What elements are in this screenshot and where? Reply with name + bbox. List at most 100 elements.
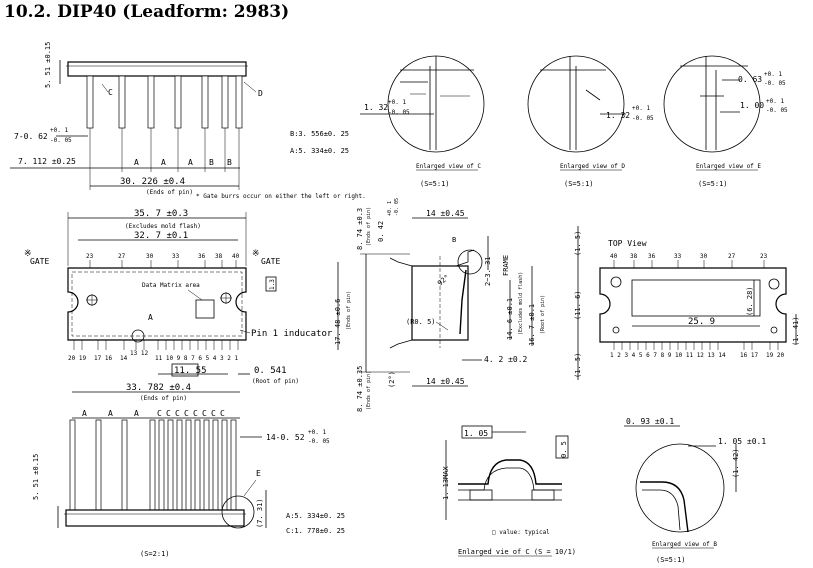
dim-14-052: 14-0. 52 xyxy=(266,433,305,442)
detail-b-dim-093: 0. 93 ±0.1 xyxy=(626,417,674,426)
page-title: 10.2. DIP40 (Leadform: 2983) xyxy=(4,2,290,22)
top-view: 35. 7 ±0.3 (Excludes mold flash) 32. 7 ±… xyxy=(24,209,333,385)
label-b: B xyxy=(452,236,456,244)
detail-c: 1. 32 +0. 1 -0. 05 Enlarged view of C (S… xyxy=(360,55,485,188)
detail-b-lead xyxy=(640,481,689,533)
dim-874-top: 8. 74 ±0.3 xyxy=(356,208,364,250)
bottom-pin-17-16: 17 16 xyxy=(94,355,112,362)
front-pitch-a-1: A xyxy=(82,409,87,418)
data-matrix-area xyxy=(195,299,215,319)
dim-0541: 0. 541 xyxy=(254,366,287,376)
dim-731: (7. 31) xyxy=(256,498,264,528)
dc10-lead xyxy=(458,459,562,485)
side-view-pins xyxy=(86,75,243,129)
front-pitch-c-3: C xyxy=(175,409,180,418)
gate-left: GATE xyxy=(30,257,49,266)
front-pitch-c-2: C xyxy=(166,409,171,418)
side-height-dim: 5. 51 ±0.15 xyxy=(44,42,52,88)
tvs-pin-27: 27 xyxy=(728,253,736,260)
detail-c-scale: (S=5:1) xyxy=(420,180,450,188)
top-pin-36: 36 xyxy=(198,253,206,260)
detail-e: 0. 63 +0. 1 -0. 05 1. 00 +0. 1 -0. 05 En… xyxy=(663,55,788,188)
detail-e-dim-063: 0. 63 xyxy=(738,75,762,84)
detail-d-caption: Enlarged view of D xyxy=(560,163,625,170)
dim-1748: 17. 48 ±0.6 xyxy=(334,299,342,345)
detail-e-tol-100-minus: -0. 05 xyxy=(766,107,788,114)
pitch-b-note: B:3. 556±0. 25 xyxy=(290,130,349,138)
bottom-pin-20-19: 20 19 xyxy=(68,355,86,362)
tvs-bottom-pins-19-20: 19 20 xyxy=(766,352,784,359)
detail-d: 1. 32 +0. 1 -0. 05 Enlarged view of D (S… xyxy=(527,55,654,188)
bottom-pin-14: 14 xyxy=(120,355,128,362)
tol-7-062-plus: +0. 1 xyxy=(50,127,68,134)
detail-c-tol-minus: -0. 05 xyxy=(388,109,410,116)
label-e: E xyxy=(256,469,261,478)
end-ends-of-pin-bot: (Ends of pin) xyxy=(366,371,372,410)
detail-e-tol-063-minus: -0. 05 xyxy=(764,80,786,87)
tvs-bottom-pins-1-14: 1 2 3 4 5 6 7 8 9 10 11 12 13 14 xyxy=(610,352,726,359)
top-pin-38: 38 xyxy=(215,253,223,260)
gate-note: * Gate burrs occur on either the left or… xyxy=(196,193,366,200)
tol-7-062-minus: -0. 05 xyxy=(50,137,72,144)
top-pin-30: 30 xyxy=(146,253,154,260)
front-pitch-a-note: A:5. 334±0. 25 xyxy=(286,512,345,520)
front-view: 33. 782 ±0.4 (Ends of pin) A A A C C C C… xyxy=(32,383,345,558)
dim-357: 35. 7 ±0.3 xyxy=(134,209,188,219)
top-view-body xyxy=(67,267,247,341)
detail-e-scale: (S=5:1) xyxy=(698,180,728,188)
front-pitch-a-3: A xyxy=(134,409,139,418)
detail-b-dim-142: (1. 42) xyxy=(732,448,740,478)
detail-d-dim: 1. 32 xyxy=(606,111,630,120)
end-excludes-flash: (Excludes mold flash) xyxy=(518,272,524,335)
tvs-pin-38: 38 xyxy=(630,253,638,260)
tvs-dim-141: (1. 41) xyxy=(792,316,800,346)
tvs-dim-116: (11. 6) xyxy=(574,290,582,320)
detail-c-dim: 1. 32 xyxy=(364,103,388,112)
tvs-pin-23: 23 xyxy=(760,253,768,260)
detail-e-caption: Enlarged view of E xyxy=(696,163,761,170)
tvs-pin-36: 36 xyxy=(648,253,656,260)
dim-167: 16. 7 ±0.1 xyxy=(528,304,536,346)
front-pitch-c-8: C xyxy=(220,409,225,418)
pitch-a-3: A xyxy=(188,158,193,167)
front-pitch-c-6: C xyxy=(202,409,207,418)
front-pitch-c-5: C xyxy=(193,409,198,418)
bottom-pin-11-1: 11 10 9 8 7 6 5 4 3 2 1 xyxy=(155,355,238,362)
front-pitch-a-2: A xyxy=(108,409,113,418)
front-pitch-c-4: C xyxy=(184,409,189,418)
tvs-dim-15-top: (1. 5) xyxy=(574,231,582,256)
dim-042: 0. 42 xyxy=(377,221,385,242)
detail-b: 0. 93 ±0.1 1. 05 ±0.1 (1. 42) Enlarged v… xyxy=(624,417,766,564)
dim-7112: 7. 112 ±0.25 xyxy=(18,157,76,166)
top-view-small: TOP View (1. 5) (11. 6) (1. 5) 40 38 36 … xyxy=(574,226,800,380)
top-view-small-label: TOP View xyxy=(608,239,647,248)
detail-c-10: 1. 05 0. 5 1. 13MAX □ value: typical Enl… xyxy=(442,425,576,557)
dim-327: 32. 7 ±0.1 xyxy=(134,231,188,241)
dim-13: 1.3 xyxy=(269,279,276,290)
side-view-body xyxy=(67,61,247,77)
label-a: A xyxy=(148,313,153,322)
front-pitch-c-1: C xyxy=(157,409,162,418)
tvs-pin-40: 40 xyxy=(610,253,618,260)
dc10-caption: Enlarged vie of C (S = 10/1) xyxy=(458,548,576,556)
end-ends-of-pin-top: (Ends of pin) xyxy=(366,207,372,246)
detail-b-caption: Enlarged view of B xyxy=(652,541,717,548)
gate-asterisk-left: ※ xyxy=(24,249,32,259)
front-height-dim: 5. 51 ±0.15 xyxy=(32,454,40,500)
detail-d-scale: (S=5:1) xyxy=(564,180,594,188)
dc10-dim-05: 0. 5 xyxy=(560,441,568,458)
detail-d-tol-minus: -0. 05 xyxy=(632,115,654,122)
side-ends-of-pin: (Ends of pin) xyxy=(146,189,193,196)
angle-2: (2°) xyxy=(388,371,396,388)
detail-c-caption: Enlarged view of C xyxy=(416,163,481,170)
tvs-dim-259: 25. 9 xyxy=(688,317,715,327)
front-scale: (S=2:1) xyxy=(140,550,170,558)
dim-30226: 30. 226 ±0.4 xyxy=(120,177,185,187)
top-pin-23: 23 xyxy=(86,253,94,260)
top-excludes-flash: (Excludes mold flash) xyxy=(125,223,201,230)
dim-42: 4. 2 ±0.2 xyxy=(484,355,528,364)
tol-042-minus: -0. 05 xyxy=(394,198,400,216)
tvs-body xyxy=(599,267,787,343)
front-pitch-c-note: C:1. 778±0. 25 xyxy=(286,527,345,535)
tvs-dim-628: (6. 28) xyxy=(746,286,754,316)
